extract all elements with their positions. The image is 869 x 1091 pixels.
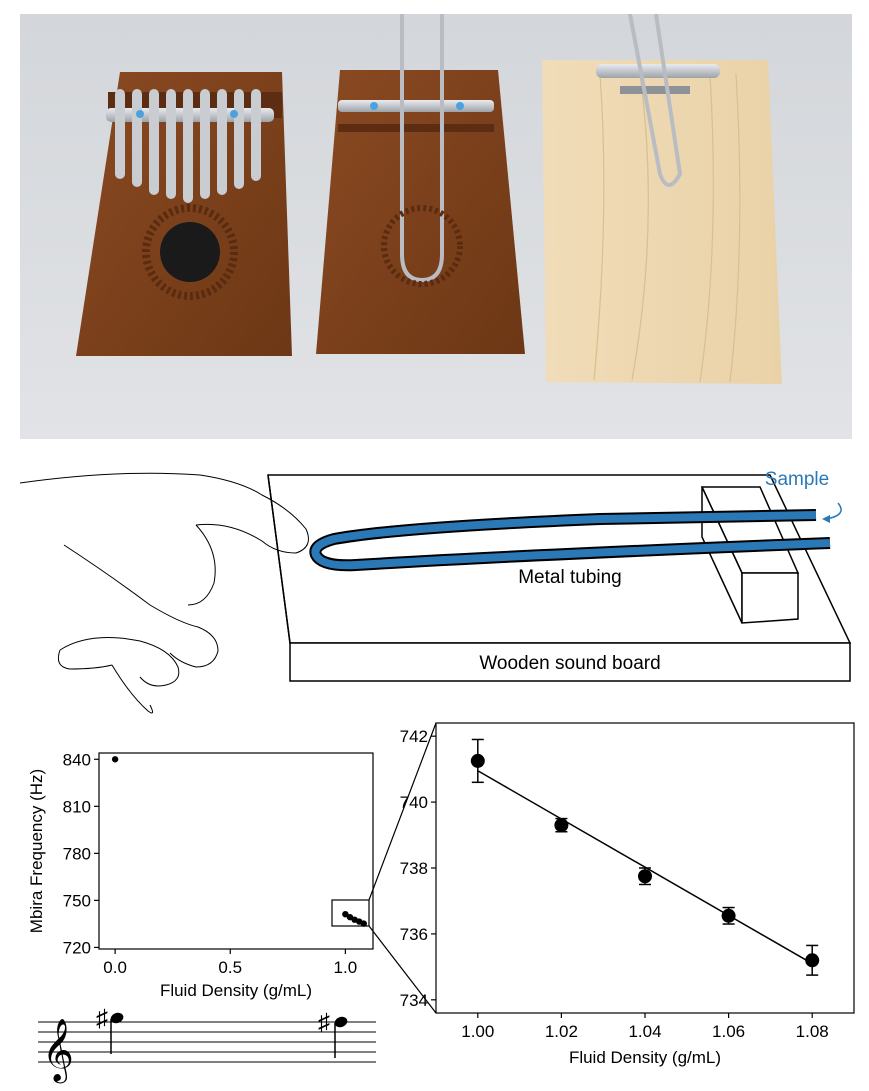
chart-overview: 840 810 780 750 720 0.0 0.5 1.0 Mbira Frequenc…: [27, 750, 374, 1000]
fit-line: [477, 770, 813, 965]
overview-data-point: [360, 920, 367, 927]
zoomed-ytick-label: 740: [400, 793, 428, 812]
overview-ytick-label: 840: [63, 750, 91, 769]
overview-xtick-label: 0.5: [218, 958, 242, 977]
treble-clef-icon: 𝄞: [42, 1020, 74, 1084]
zoomed-ytick-label: 738: [400, 859, 428, 878]
zoomed-xtick-label: 1.04: [628, 1022, 661, 1041]
chart-overview-xlabel: Fluid Density (g/mL): [160, 981, 312, 1000]
mbira-photo: [20, 14, 852, 439]
charts-area: 840 810 780 750 720 0.0 0.5 1.0 Mbira Frequenc…: [27, 722, 855, 1084]
zoomed-xtick-label: 1.06: [712, 1022, 745, 1041]
music-staff: [38, 1021, 376, 1063]
zoomed-ytick-label: 736: [400, 925, 428, 944]
mbira-1: [76, 72, 292, 356]
zoomed-data-point: [470, 753, 485, 768]
overview-xtick-label: 1.0: [334, 958, 358, 977]
zoomed-ytick-label: 734: [400, 991, 428, 1010]
zoomed-xtick-label: 1.00: [461, 1022, 494, 1041]
note-sharp-low: ♯: [318, 1009, 348, 1058]
chart-zoomed: 742 740 738 736 734 1.00 1.02 1.04 1.06 1.08 Flu…: [400, 722, 855, 1067]
chart-overview-ylabel: Mbira Frequency (Hz): [27, 769, 46, 933]
board-label: Wooden sound board: [479, 653, 660, 674]
hand-outline: [19, 472, 309, 714]
zoom-box: [331, 899, 370, 927]
overview-data-point: [111, 756, 119, 763]
sharp-icon: ♯: [96, 1005, 108, 1032]
mbira-2: [316, 14, 525, 354]
zoom-connector-bottom: [368, 925, 437, 1014]
overview-ytick-label: 780: [63, 844, 91, 863]
overview-xtick-label: 0.0: [103, 958, 127, 977]
pine-board: [542, 14, 782, 384]
zoom-connector-top: [368, 722, 437, 901]
overview-ytick-label: 720: [63, 938, 91, 957]
overview-data-point: [342, 910, 349, 918]
zoomed-ytick-label: 742: [400, 727, 428, 746]
mbira-schematic: Wooden sound board Metal tubing Sample: [19, 469, 852, 714]
zoomed-data-point: [638, 869, 652, 884]
chart-overview-frame: [98, 752, 374, 950]
zoomed-data-point: [554, 818, 569, 833]
metal-tube: [309, 509, 831, 572]
overview-ytick-label: 750: [63, 891, 91, 910]
zoomed-data-point: [805, 953, 820, 968]
zoomed-xtick-label: 1.08: [796, 1022, 829, 1041]
sharp-icon: ♯: [318, 1009, 330, 1036]
note-sharp-high: ♯: [96, 1005, 124, 1054]
chart-zoomed-xlabel: Fluid Density (g/mL): [569, 1048, 721, 1067]
tubing-label: Metal tubing: [518, 567, 622, 588]
zoomed-xtick-label: 1.02: [545, 1022, 578, 1041]
sample-label: Sample: [765, 469, 829, 490]
overview-ytick-label: 810: [63, 797, 91, 816]
zoomed-data-point: [721, 908, 736, 923]
